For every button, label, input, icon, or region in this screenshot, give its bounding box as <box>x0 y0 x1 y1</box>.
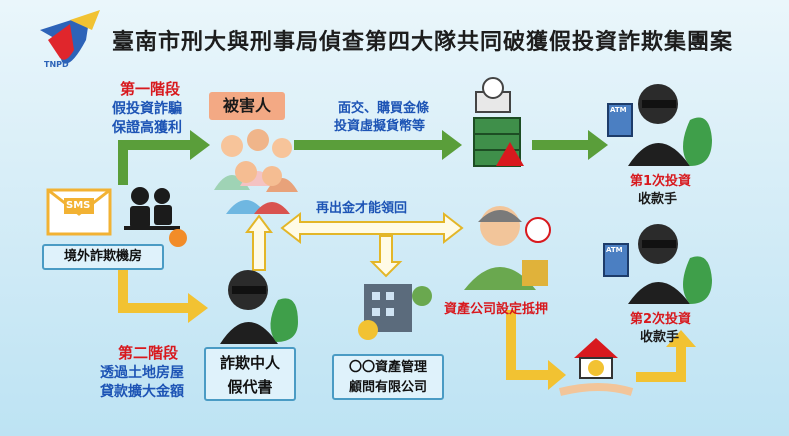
flow-top-line1: 面交、購買金條 <box>338 101 430 116</box>
fake-agent-box: 詐欺中人 假代書 <box>204 347 296 401</box>
page-title: 臺南市刑大與刑事局偵查第四大隊共同破獲假投資詐欺集團案 <box>112 30 734 55</box>
stage1-heading: 第一階段 <box>120 80 181 98</box>
flow-top-line2: 投資虛擬貨幣等 <box>334 119 426 134</box>
consultant-line2: 顧問有限公司 <box>348 380 427 395</box>
sms-text: SMS <box>66 200 91 211</box>
collector2-thief-icon <box>603 224 712 304</box>
stage1-line1: 假投資詐騙 <box>112 101 182 117</box>
double-arrow-pay-again <box>280 211 464 245</box>
fake-agent-thief-icon <box>220 270 298 344</box>
fake-agent-line1: 詐欺中人 <box>219 354 280 372</box>
collector1-label-line2: 收款手 <box>638 192 678 207</box>
victims-label: 被害人 <box>209 92 285 120</box>
collector2-label-line2: 收款手 <box>640 330 680 345</box>
sms-envelope-icon <box>46 188 112 236</box>
stage2-heading: 第二階段 <box>118 344 179 362</box>
collector2-label-line1: 第2次投資 <box>630 312 692 327</box>
green-arrow-money-to-collector1 <box>532 130 608 160</box>
consultant-company-box: 〇〇資產管理 顧問有限公司 <box>332 354 444 400</box>
police-logo-icon <box>40 10 100 64</box>
company-building-icon <box>358 284 432 340</box>
atm-text-1: ATM <box>610 106 627 114</box>
victims-group-icon <box>214 129 298 214</box>
atm-text-2: ATM <box>606 246 623 254</box>
collector1-label-line1: 第1次投資 <box>630 174 692 189</box>
pay-again-label: 再出金才能領回 <box>316 201 408 216</box>
fraud-call-center-icon <box>124 187 187 247</box>
green-arrow-victims-to-money <box>294 130 462 160</box>
fake-agent-line2: 假代書 <box>227 378 273 396</box>
money-stack-warning-icon <box>473 77 524 167</box>
stage2-line1: 透過土地房屋 <box>100 365 184 381</box>
consultant-man-icon <box>464 206 551 290</box>
yellow-arrow-asset-to-loan <box>506 310 566 390</box>
asset-company-label: 資產公司設定抵押 <box>444 302 549 317</box>
consultant-line1: 〇〇資產管理 <box>348 360 427 375</box>
house-loan-icon <box>559 338 634 396</box>
yellow-arrow-overseas-down <box>118 268 208 323</box>
yellow-arrow-loan-to-collector2 <box>636 330 696 382</box>
stage2-line2: 貸款擴大金額 <box>100 384 184 400</box>
yellow-arrow-fake-agent-up <box>245 214 273 271</box>
yellow-arrow-down-to-consultant <box>369 235 403 278</box>
stage1-line2: 保證高獲利 <box>112 120 182 136</box>
overseas-fraud-room-label: 境外詐欺機房 <box>42 244 164 270</box>
logo-caption: TNPD <box>44 60 69 69</box>
green-arrow-overseas-to-victims <box>118 130 210 185</box>
collector1-thief-icon <box>607 84 712 166</box>
